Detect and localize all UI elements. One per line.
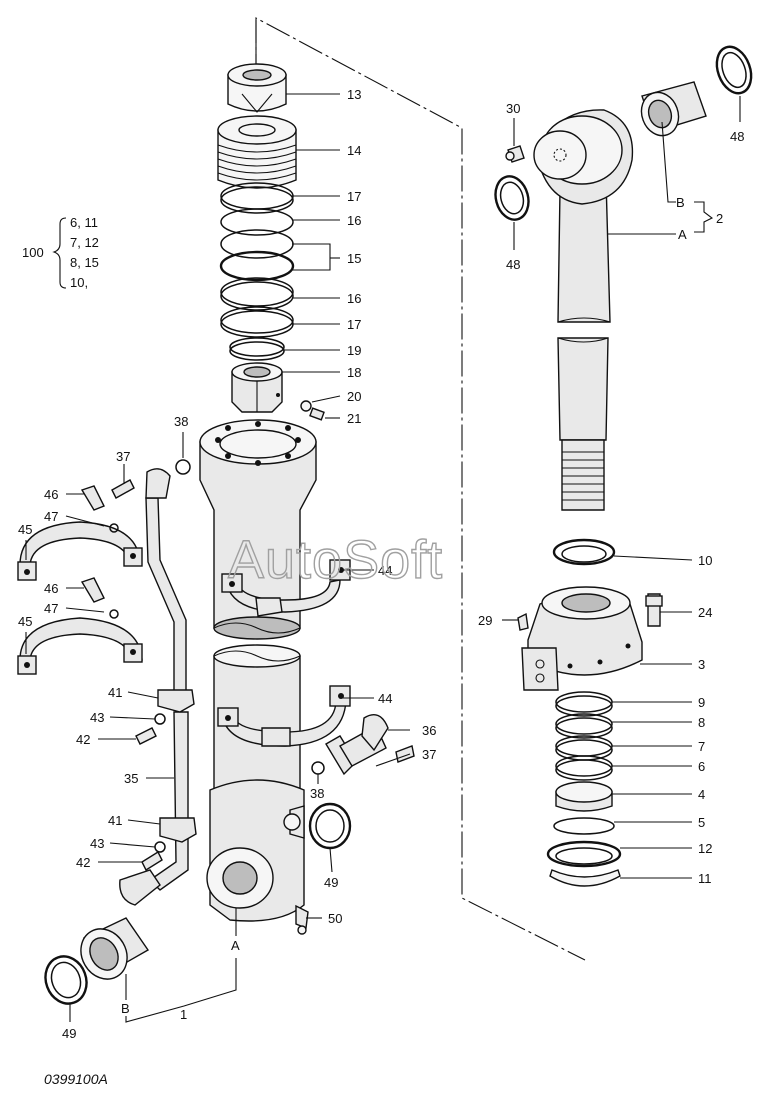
callout-44: 44 — [378, 563, 392, 578]
callout-37: 37 — [422, 747, 436, 762]
callout-50: 50 — [328, 911, 342, 926]
ball-20-screw-21 — [300, 400, 325, 421]
callout-17: 17 — [347, 189, 361, 204]
callout-49: 49 — [62, 1026, 76, 1041]
callout-48: 48 — [730, 129, 744, 144]
cylinder-head-13 — [227, 63, 287, 113]
callout-29: 29 — [478, 613, 492, 628]
callout-11: 11 — [698, 871, 712, 886]
callout-17: 17 — [347, 317, 361, 332]
bushing-B-left — [44, 917, 150, 1005]
kit-line: 10, — [70, 275, 88, 290]
callout-42: 42 — [76, 732, 90, 747]
seal-kit-list: 100 6, 11 7, 12 8, 15 10, — [22, 215, 99, 290]
callout-12: 12 — [698, 841, 712, 856]
callout-38: 38 — [310, 786, 324, 801]
callout-49: 49 — [324, 875, 338, 890]
callout-21: 21 — [347, 411, 361, 426]
callout-42: 42 — [76, 855, 90, 870]
callout-24: 24 — [698, 605, 712, 620]
kit-line: 7, 12 — [70, 235, 99, 250]
callout-15: 15 — [347, 251, 361, 266]
clamp-lower-45 — [17, 617, 143, 675]
callout-16: 16 — [347, 291, 361, 306]
clamp-upper-45 — [17, 521, 143, 581]
cylinder-tube — [199, 419, 317, 922]
callout-20: 20 — [347, 389, 361, 404]
callout-41: 41 — [108, 813, 122, 828]
callout-13: 13 — [347, 87, 361, 102]
pipe-clamps-41 — [157, 689, 197, 843]
drawing-number: 0399100A — [44, 1071, 108, 1087]
rod-seals — [546, 691, 622, 887]
callout-44: 44 — [378, 691, 392, 706]
callout-9: 9 — [698, 695, 705, 710]
callout-5: 5 — [698, 815, 705, 830]
nut-18 — [231, 362, 283, 413]
callout-47: 47 — [44, 509, 58, 524]
callout-43: 43 — [90, 836, 104, 851]
kit-line: 8, 15 — [70, 255, 99, 270]
callout-labels: 13 14 17 16 15 16 17 19 18 20 21 30 48 4… — [18, 87, 744, 1041]
bolts-42-washers-43 — [135, 713, 166, 872]
callout-47: 47 — [44, 601, 58, 616]
grease-fitting-50 — [295, 904, 309, 935]
clamp-upper-44 — [221, 559, 351, 617]
callout-14: 14 — [347, 143, 361, 158]
callout-2: 2 — [716, 211, 723, 226]
break-marks — [213, 622, 301, 662]
callout-46: 46 — [44, 581, 58, 596]
callout-37: 37 — [116, 449, 130, 464]
callout-35: 35 — [124, 771, 138, 786]
wiper-ring-10 — [552, 538, 616, 566]
callout-3: 3 — [698, 657, 705, 672]
callout-8: 8 — [698, 715, 705, 730]
callout-A: A — [678, 227, 687, 242]
callout-A: A — [231, 938, 240, 953]
callout-1: 1 — [180, 1007, 187, 1022]
callout-B: B — [676, 195, 685, 210]
watermark: AutoSoft — [228, 530, 443, 590]
seal-rings — [219, 182, 295, 361]
kit-line: 6, 11 — [70, 215, 98, 230]
callout-6: 6 — [698, 759, 705, 774]
clamp-lower-44 — [217, 685, 351, 747]
piston-rod — [533, 109, 634, 511]
bushing-B-right — [494, 45, 753, 221]
callout-leaders — [25, 93, 741, 1023]
callout-36: 36 — [422, 723, 436, 738]
callout-46: 46 — [44, 487, 58, 502]
callout-4: 4 — [698, 787, 705, 802]
callout-7: 7 — [698, 739, 705, 754]
callout-18: 18 — [347, 365, 361, 380]
callout-B: B — [121, 1001, 130, 1016]
callout-19: 19 — [347, 343, 361, 358]
callout-10: 10 — [698, 553, 712, 568]
kit-number: 100 — [22, 245, 44, 260]
piston-14 — [217, 115, 297, 189]
callout-48: 48 — [506, 257, 520, 272]
callout-30: 30 — [506, 101, 520, 116]
callout-41: 41 — [108, 685, 122, 700]
rod-cover-3 — [517, 586, 663, 691]
callout-38: 38 — [174, 414, 188, 429]
callout-45: 45 — [18, 522, 32, 537]
callout-45: 45 — [18, 614, 32, 629]
callout-43: 43 — [90, 710, 104, 725]
callout-16: 16 — [347, 213, 361, 228]
grease-fitting-30 — [505, 145, 525, 163]
